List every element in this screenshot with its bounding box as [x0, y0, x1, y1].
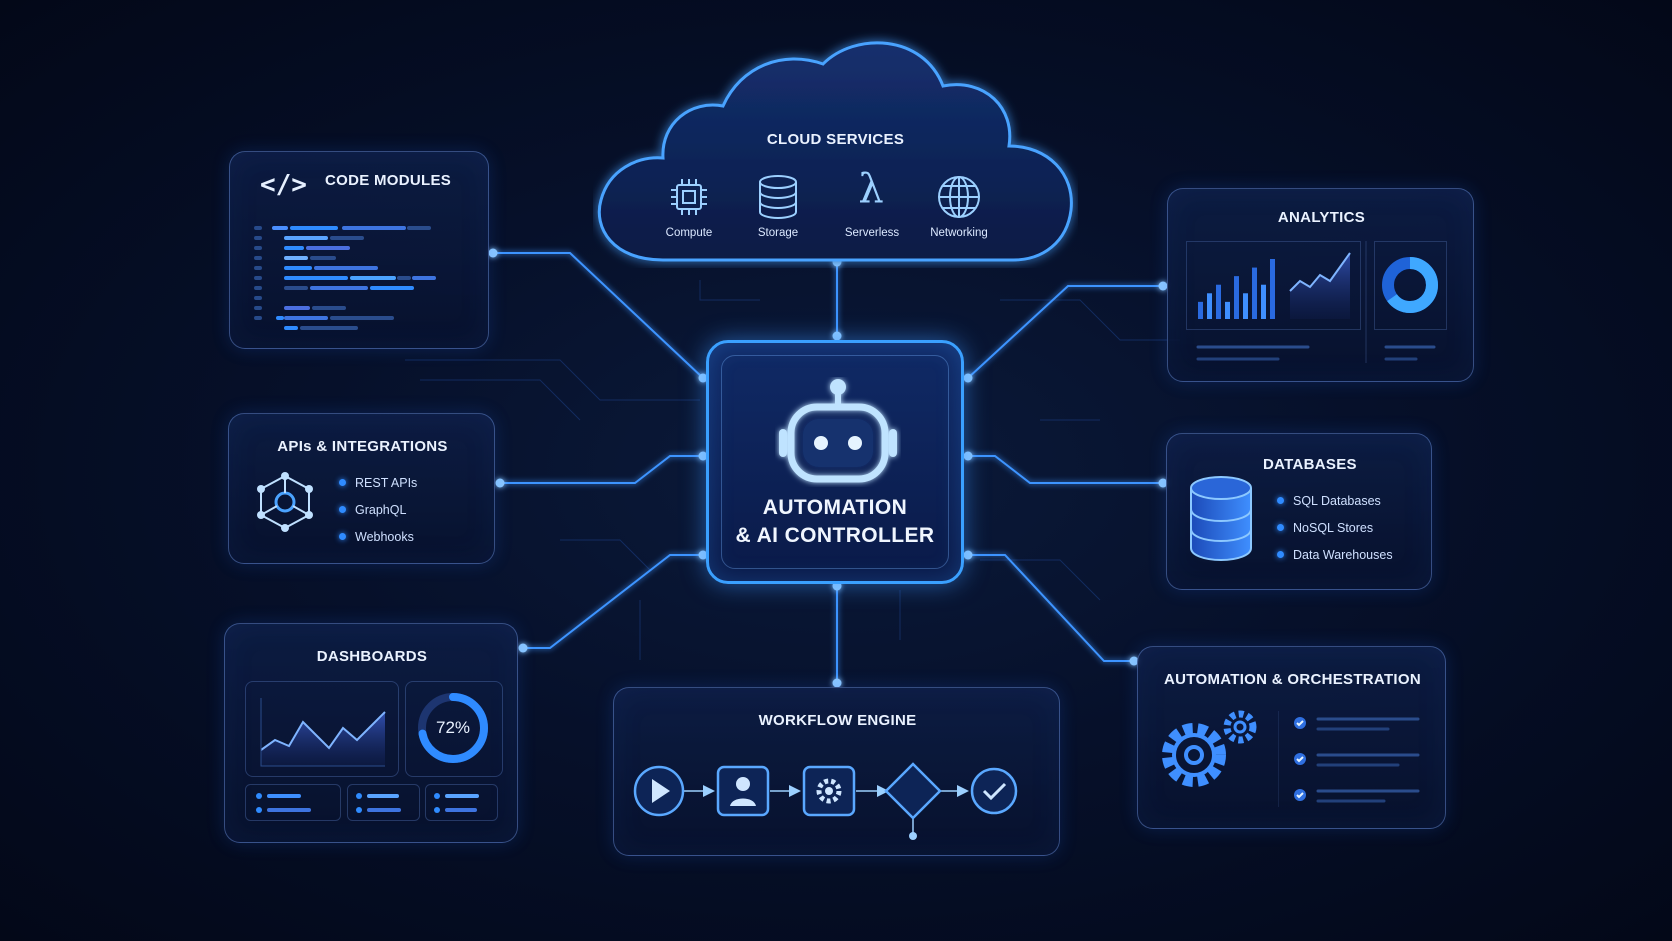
analytics-bar	[1252, 267, 1257, 319]
play-icon	[633, 765, 685, 817]
analytics-title: ANALYTICS	[1277, 209, 1366, 226]
analytics-bar	[1234, 276, 1239, 319]
wire-dashboards	[523, 554, 703, 649]
globe-icon	[938, 176, 980, 218]
orchestration-title: AUTOMATION & ORCHESTRATION	[1164, 671, 1421, 688]
list-item: GraphQL	[339, 501, 417, 528]
apis-integrations-panel: APIs & INTEGRATIONS REST APIs GraphQL We…	[228, 413, 495, 564]
databases-panel: DATABASES SQL Databases NoSQL Stores Dat…	[1166, 433, 1432, 590]
service-label-compute: Compute	[665, 227, 713, 239]
wire-apis	[500, 455, 703, 484]
list-item: Data Warehouses	[1277, 546, 1393, 573]
dashboards-title: DASHBOARDS	[316, 648, 428, 665]
code-lines-graphic	[254, 226, 436, 330]
service-label-serverless: Serverless	[844, 227, 900, 239]
cpu-icon	[671, 179, 707, 215]
analytics-bar	[1243, 293, 1248, 319]
apis-list: REST APIs GraphQL Webhooks	[339, 474, 417, 555]
wire-analytics	[967, 285, 1163, 379]
cloud-services-panel: CLOUD SERVICES λ Compute Storage Serverl…	[593, 28, 1078, 268]
workflow-steps-graphic	[633, 762, 1018, 840]
list-item: NoSQL Stores	[1277, 519, 1393, 546]
wire-code	[493, 252, 704, 379]
analytics-panel: ANALYTICS	[1167, 188, 1474, 382]
list-item: SQL Databases	[1277, 492, 1393, 519]
analytics-graphic	[1186, 241, 1447, 363]
analytics-bar	[1270, 259, 1275, 319]
bar-chart-bars	[1198, 259, 1275, 319]
area-chart-graphic	[260, 698, 386, 767]
hexagon-network-icon	[257, 472, 313, 532]
controller-title-line2: & AI CONTROLLER	[735, 524, 935, 547]
analytics-bar	[1207, 293, 1212, 319]
controller-title-line1: AUTOMATION	[762, 496, 908, 519]
stat-tiles-graphic	[245, 784, 498, 821]
analytics-bar	[1216, 284, 1221, 319]
check-icon	[970, 767, 1018, 815]
analytics-bar	[1261, 284, 1266, 319]
donut-chart	[1382, 257, 1438, 313]
lambda-icon: λ	[858, 166, 884, 212]
list-item: REST APIs	[339, 474, 417, 501]
code-modules-title: CODE MODULES	[325, 172, 452, 189]
analytics-bar	[1198, 301, 1203, 319]
service-label-storage: Storage	[757, 227, 799, 239]
workflow-engine-panel: WORKFLOW ENGINE	[613, 687, 1060, 856]
databases-title: DATABASES	[1263, 456, 1357, 473]
database-icon	[1190, 476, 1252, 562]
cloud-title: CLOUD SERVICES	[766, 131, 905, 148]
workflow-title: WORKFLOW ENGINE	[758, 712, 917, 729]
user-icon	[716, 765, 770, 817]
gear-icon	[802, 765, 856, 817]
progress-gauge	[418, 693, 488, 763]
apis-title: APIs & INTEGRATIONS	[277, 438, 448, 455]
dashboards-panel: DASHBOARDS 72%	[224, 623, 518, 843]
gears-icon	[1162, 710, 1257, 787]
ai-controller-panel: AUTOMATION & AI CONTROLLER	[706, 340, 964, 584]
gauge-value: 72%	[435, 718, 471, 737]
orchestration-panel: AUTOMATION & ORCHESTRATION	[1137, 646, 1446, 829]
database-stack-icon	[759, 175, 797, 220]
decision-diamond-icon	[884, 762, 942, 820]
analytics-bar	[1225, 301, 1230, 319]
cloud-shape	[597, 41, 1073, 262]
code-modules-panel: </> CODE MODULES	[229, 151, 489, 349]
task-checklist-graphic	[1278, 711, 1420, 807]
wire-orchestration	[968, 554, 1134, 662]
service-label-networking: Networking	[930, 227, 988, 239]
databases-list: SQL Databases NoSQL Stores Data Warehous…	[1277, 492, 1393, 573]
code-brackets-icon: </>	[260, 170, 307, 200]
wire-databases	[968, 455, 1163, 484]
robot-icon	[779, 379, 897, 483]
list-item: Webhooks	[339, 528, 417, 555]
